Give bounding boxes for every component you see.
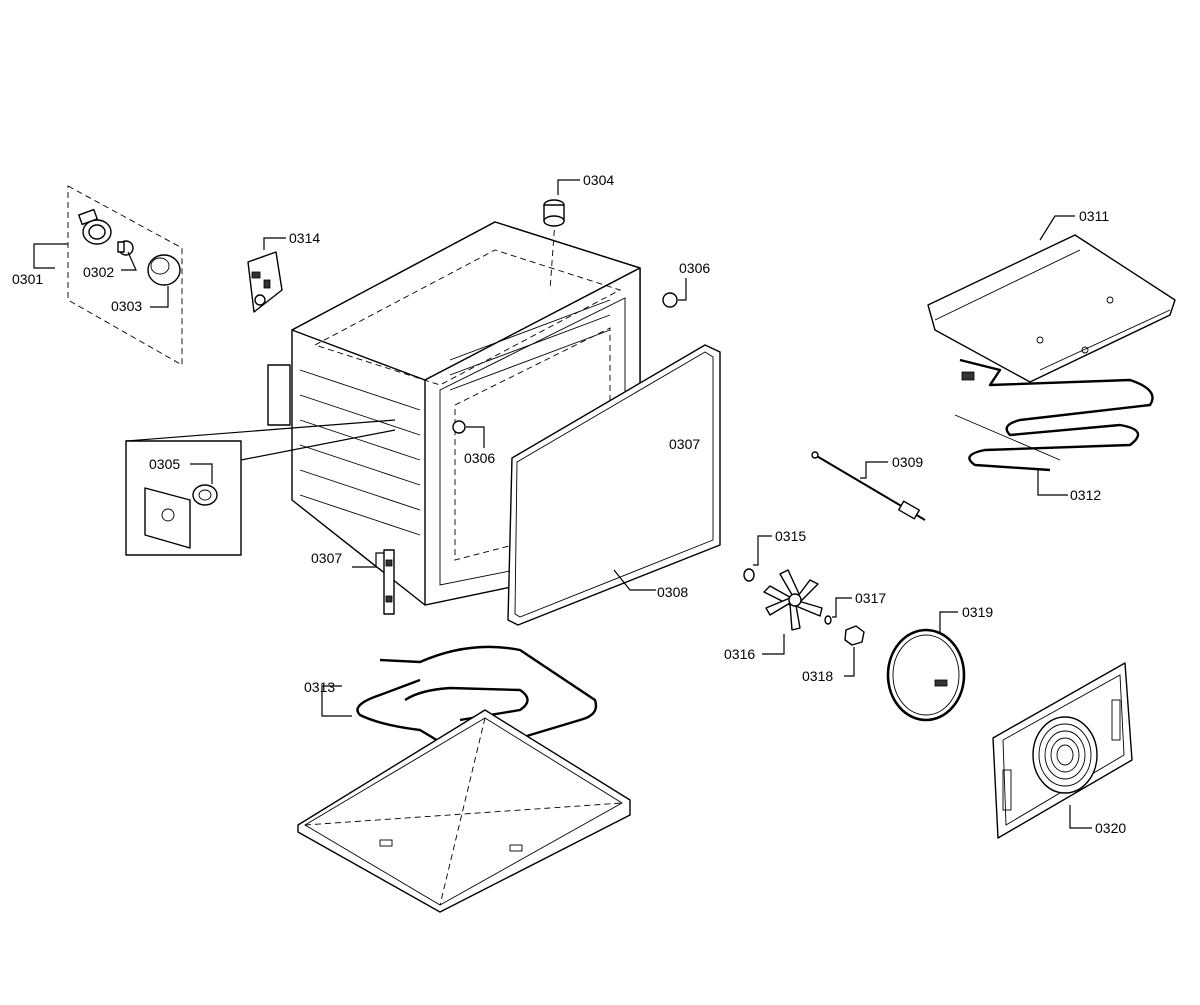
- part-labels: 0301 0302 0303 0304 0305 0306 0306 0307 …: [12, 172, 1126, 836]
- part-0316-convection-fan: [762, 569, 823, 655]
- oven-bottom-panel: [297, 709, 631, 913]
- label-0319: 0319: [962, 604, 993, 620]
- label-0314: 0314: [289, 230, 320, 246]
- part-0304-thermostat-sensor: [543, 179, 580, 227]
- part-0305-inset: [125, 419, 396, 556]
- part-0319-convection-element: [886, 611, 966, 722]
- label-0307-right: 0307: [669, 436, 700, 452]
- label-0306-lower: 0306: [464, 450, 495, 466]
- label-0317: 0317: [855, 590, 886, 606]
- label-0307-left: 0307: [311, 550, 342, 566]
- part-0306-plug-lower: [452, 420, 485, 448]
- part-0308-door-gasket: [507, 344, 721, 626]
- label-0301: 0301: [12, 271, 43, 287]
- label-0306-upper: 0306: [679, 260, 710, 276]
- part-0309-temp-sensor: [811, 451, 926, 521]
- label-0313: 0313: [304, 679, 335, 695]
- label-0315: 0315: [775, 528, 806, 544]
- part-0311-top-plate: [927, 215, 1176, 383]
- label-0318: 0318: [802, 668, 833, 684]
- lamp-cover: [147, 254, 181, 286]
- part-0318-nut: [844, 625, 865, 677]
- label-0309: 0309: [892, 454, 923, 470]
- label-0316: 0316: [724, 646, 755, 662]
- fan-blade-icon: [763, 569, 823, 631]
- lamp-socket: [78, 208, 112, 245]
- part-0306-plug-upper: [662, 278, 687, 308]
- label-0312: 0312: [1070, 487, 1101, 503]
- part-0315-washer: [743, 535, 772, 582]
- label-0302: 0302: [83, 264, 114, 280]
- part-0320-back-panel: [992, 662, 1133, 839]
- lamp-assembly-group: [33, 185, 183, 366]
- lamp-bulb: [117, 240, 134, 256]
- label-0311: 0311: [1079, 208, 1109, 224]
- part-0307-hinge-left: [352, 549, 395, 615]
- label-0303: 0303: [111, 298, 142, 314]
- part-0314-door-lock: [247, 237, 286, 313]
- fan-cover-icon: [1032, 716, 1098, 794]
- label-0304: 0304: [583, 172, 614, 188]
- label-0305: 0305: [149, 456, 180, 472]
- oven-rack-rails: [299, 299, 611, 536]
- part-0317-washer: [824, 597, 852, 625]
- label-0308: 0308: [657, 584, 688, 600]
- light-socket-icon: [192, 484, 218, 506]
- label-0320: 0320: [1095, 820, 1126, 836]
- part-0312-broil-element: [954, 358, 1154, 496]
